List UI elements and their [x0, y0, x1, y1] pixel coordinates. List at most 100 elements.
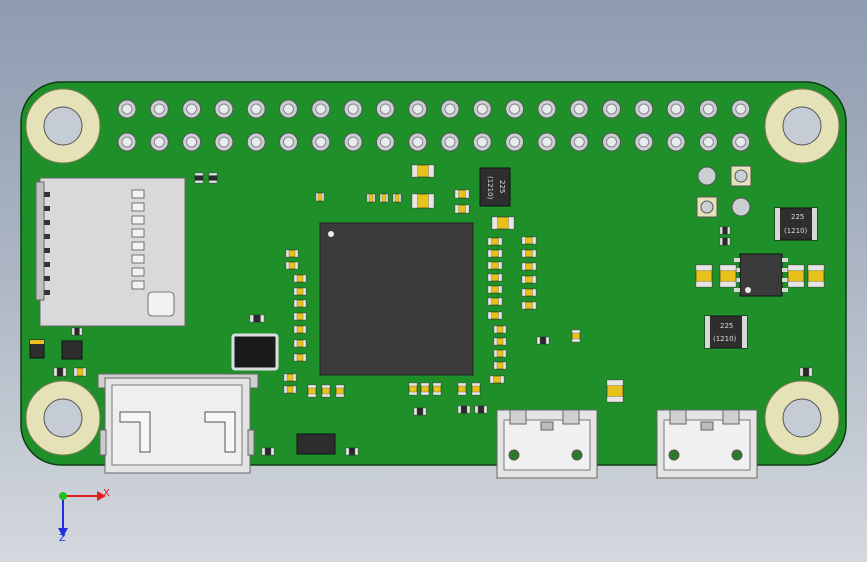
axis-x-label: X: [103, 488, 110, 499]
smd-part: [457, 405, 471, 414]
smd-part: [471, 382, 481, 396]
gpio-pin-hole: [283, 136, 294, 148]
smd-part: [420, 382, 430, 396]
smd-part: [283, 385, 297, 394]
smd-part: [454, 204, 470, 214]
smd-part: [335, 384, 345, 398]
gpio-pin-hole: [121, 136, 133, 148]
gpio-pin-hole: [218, 103, 230, 115]
gpio-pin-hole: [283, 103, 294, 115]
gpio-pin-hole: [250, 136, 262, 148]
smd-part: [71, 327, 83, 336]
smd-part: [787, 264, 805, 288]
gpio-pin-hole: [509, 136, 521, 148]
capacitor-top: 225 (1210): [479, 167, 511, 207]
gpio-pin-hole: [606, 103, 617, 115]
smd-part: [457, 382, 467, 396]
smd-part: [799, 367, 813, 377]
smd-part: [536, 336, 550, 345]
smd-part: [454, 189, 470, 199]
smd-part: [719, 226, 731, 235]
inductor-right: 225 (1210): [774, 207, 818, 241]
smd-part: [53, 367, 67, 377]
smd-part: [487, 311, 503, 320]
passive-components: [53, 164, 825, 456]
ind-mid-sublabel: (1210): [713, 335, 737, 343]
smd-part: [293, 312, 307, 321]
gpio-pin-hole: [573, 136, 585, 148]
gpio-pin-hole: [121, 103, 133, 115]
gpio-pin-hole: [606, 136, 617, 148]
small-ics: [29, 339, 336, 455]
smd-part: [493, 349, 507, 358]
smd-part: [283, 373, 297, 382]
smd-part: [491, 216, 515, 230]
smd-part: [489, 375, 505, 384]
gpio-pin-hole: [315, 136, 327, 148]
smd-part: [521, 288, 537, 297]
white-square: [231, 333, 279, 371]
smd-part: [249, 314, 265, 323]
gpio-pin-hole: [702, 136, 714, 148]
smd-part: [194, 172, 204, 184]
smd-part: [345, 447, 359, 456]
smd-part: [285, 261, 299, 270]
smd-part: [695, 264, 713, 288]
gpio-pin-hole: [735, 103, 747, 115]
smd-part: [487, 285, 503, 294]
gpio-pin-hole: [670, 103, 682, 115]
gpio-pin-hole: [444, 136, 456, 148]
gpio-pin-hole: [444, 103, 456, 115]
smd-part: [521, 236, 537, 245]
gpio-pin-hole: [476, 103, 488, 115]
gpio-pin-hole: [573, 103, 585, 115]
gpio-pin-hole: [186, 136, 198, 148]
mini-hdmi-connector: [97, 373, 259, 474]
gpio-pin-hole: [379, 136, 391, 148]
smd-part: [493, 337, 507, 346]
smd-part: [379, 193, 389, 203]
smd-part: [606, 379, 624, 403]
smd-part: [307, 384, 317, 398]
ind-right-sublabel: (1210): [784, 227, 808, 235]
smd-part: [521, 275, 537, 284]
smd-part: [521, 262, 537, 271]
gpio-pin-hole: [541, 103, 553, 115]
smd-part: [285, 249, 299, 258]
gpio-pin-hole: [218, 136, 230, 148]
gpio-pin-hole: [153, 136, 165, 148]
smd-part: [315, 192, 325, 202]
gpio-pin-hole: [638, 103, 650, 115]
smd-part: [487, 297, 503, 306]
gpio-pin-hole: [735, 136, 747, 148]
smd-part: [321, 384, 331, 398]
mounting-holes: [25, 88, 840, 456]
smd-part: [413, 407, 427, 416]
gpio-pin-hole: [379, 103, 391, 115]
smd-part: [411, 193, 435, 209]
gpio-pin-hole: [702, 103, 714, 115]
smd-part: [366, 193, 376, 203]
smd-part: [474, 405, 488, 414]
smd-part: [521, 249, 537, 258]
smd-part: [293, 299, 307, 308]
smd-part: [432, 382, 442, 396]
gpio-pin-hole: [347, 103, 359, 115]
test-points: [696, 165, 752, 218]
smd-part: [487, 261, 503, 270]
smd-part: [493, 361, 507, 370]
cap-top-label: 225: [498, 180, 506, 193]
gpio-pin-hole: [476, 136, 488, 148]
axis-z-label: Z: [59, 533, 66, 544]
axis-triad: X Z: [58, 488, 110, 544]
gpio-pin-hole: [250, 103, 262, 115]
smd-part: [719, 237, 731, 246]
smd-part: [293, 274, 307, 283]
smd-part: [408, 382, 418, 396]
gpio-pin-hole: [315, 103, 327, 115]
gpio-pin-hole: [153, 103, 165, 115]
soc-chip: [319, 222, 474, 376]
ind-right-label: 225: [791, 213, 804, 221]
micro-usb-connector-2: [656, 409, 758, 479]
